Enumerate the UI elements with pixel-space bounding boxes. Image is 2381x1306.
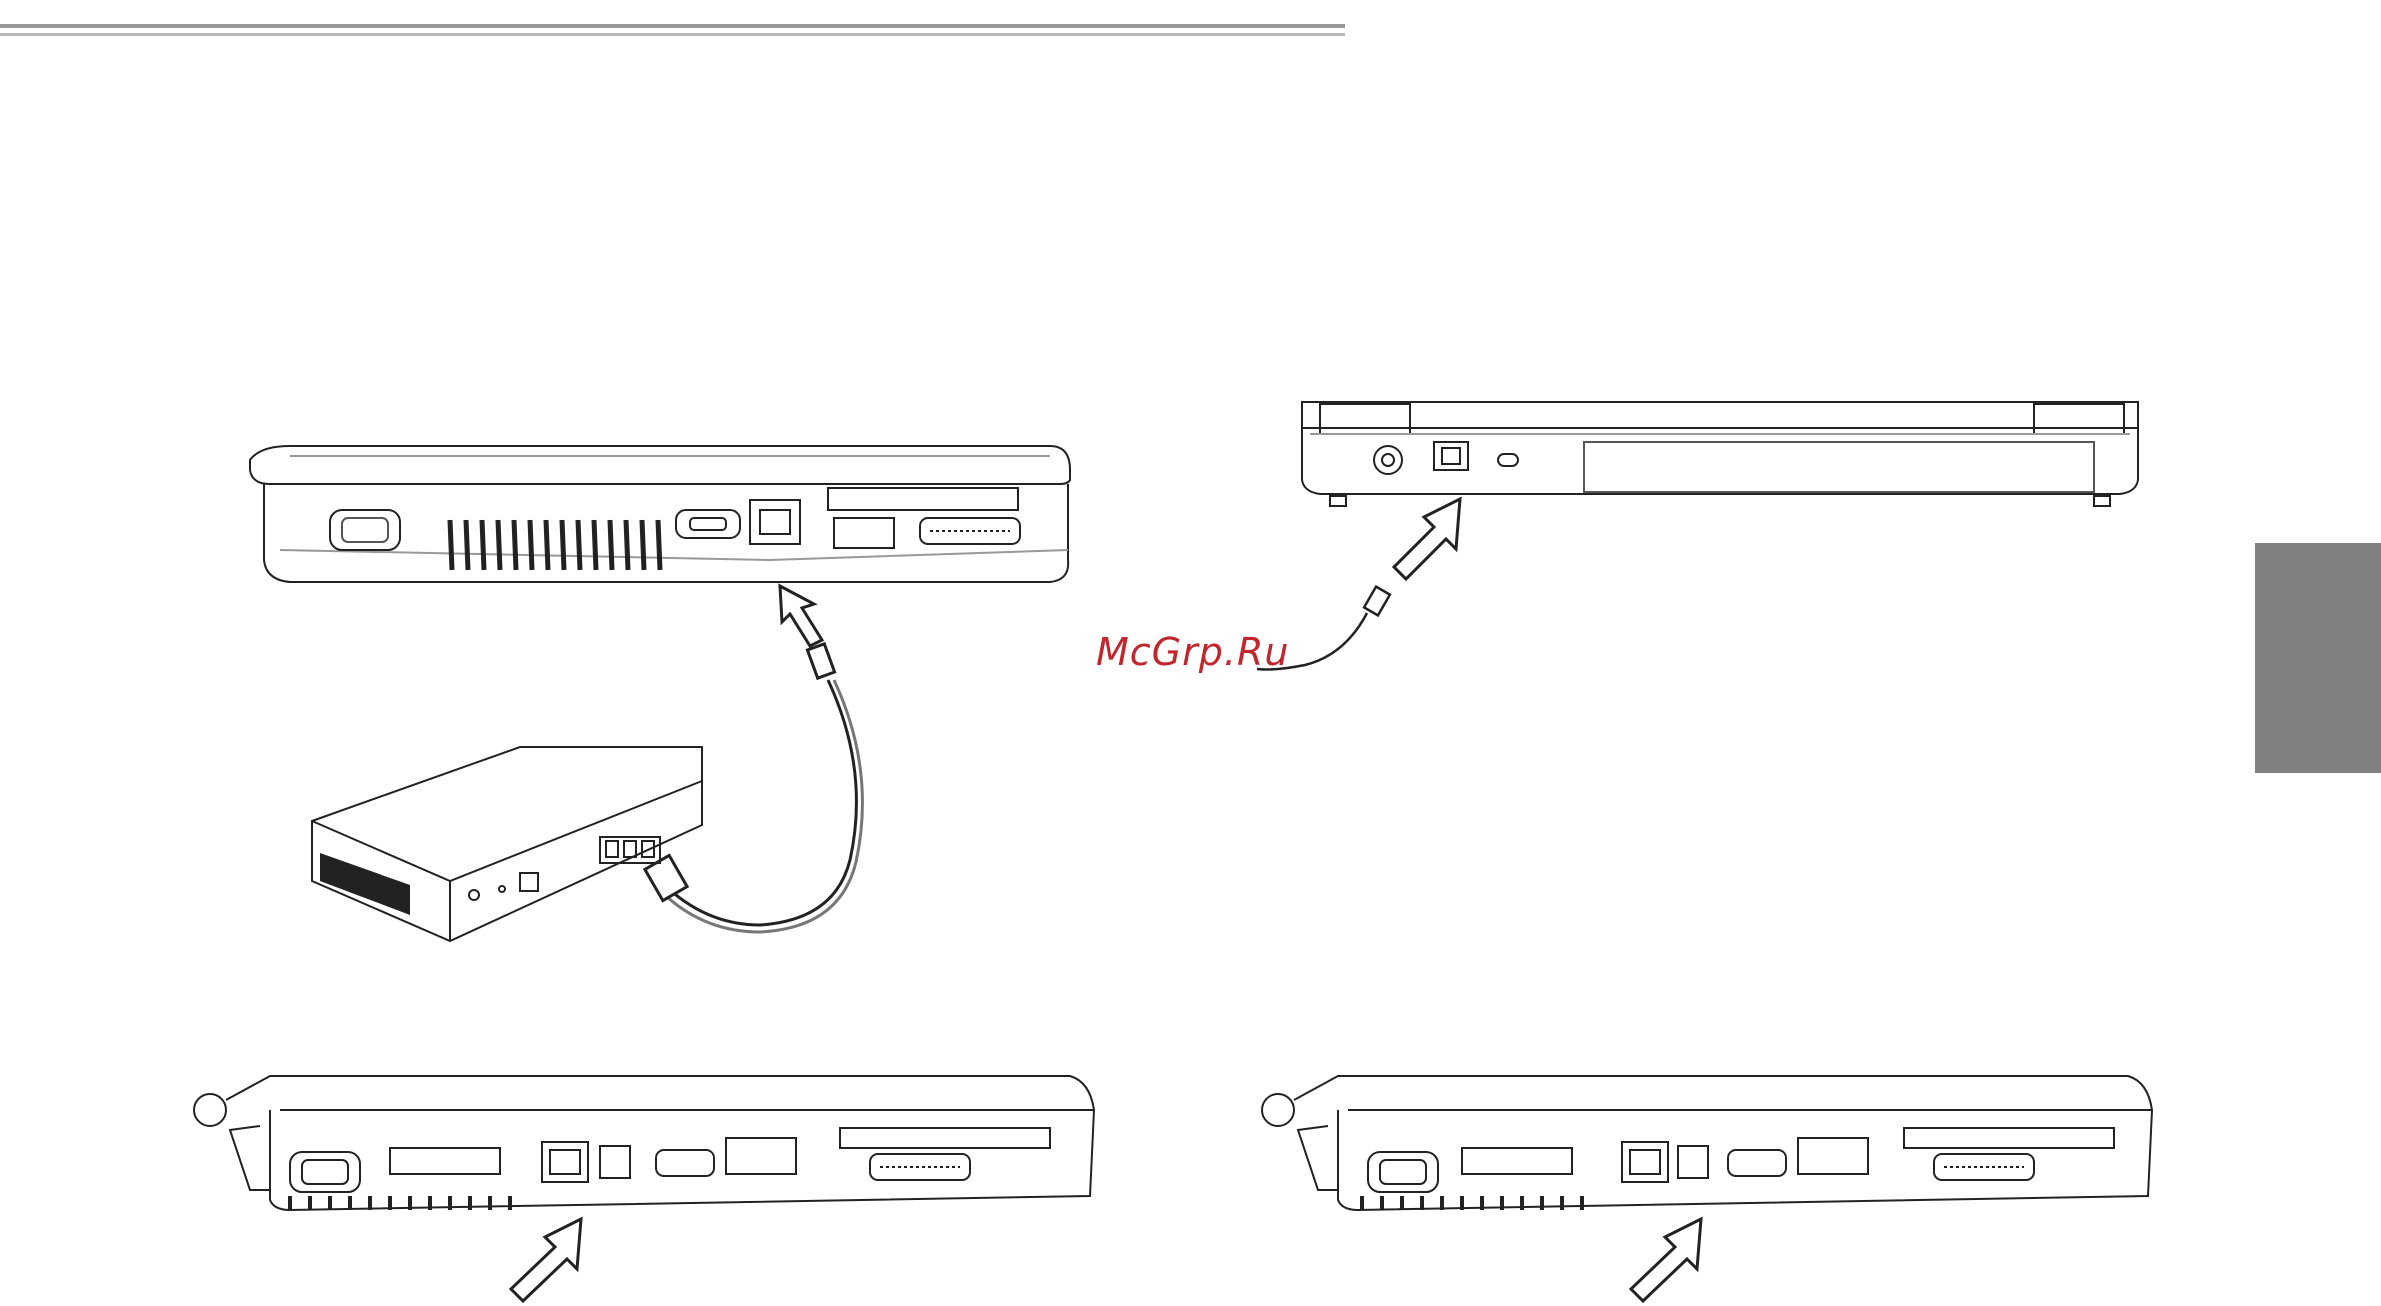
laptop-side-variant-b [1258, 1070, 2158, 1220]
arrow-port-b-icon [1625, 1215, 1705, 1305]
laptop-rear-icon [1300, 400, 2140, 510]
arrow-modem-icon [1390, 495, 1470, 585]
chapter-tab [2255, 543, 2381, 773]
router-icon [310, 745, 710, 945]
watermark-text: McGrp.Ru [1096, 630, 1289, 674]
header-rule-secondary [0, 33, 1345, 36]
laptop-side-variant-a [190, 1070, 1100, 1220]
laptop-lan-icon [230, 440, 1080, 600]
arrow-port-a-icon [505, 1215, 585, 1305]
header-rule [0, 24, 1345, 28]
